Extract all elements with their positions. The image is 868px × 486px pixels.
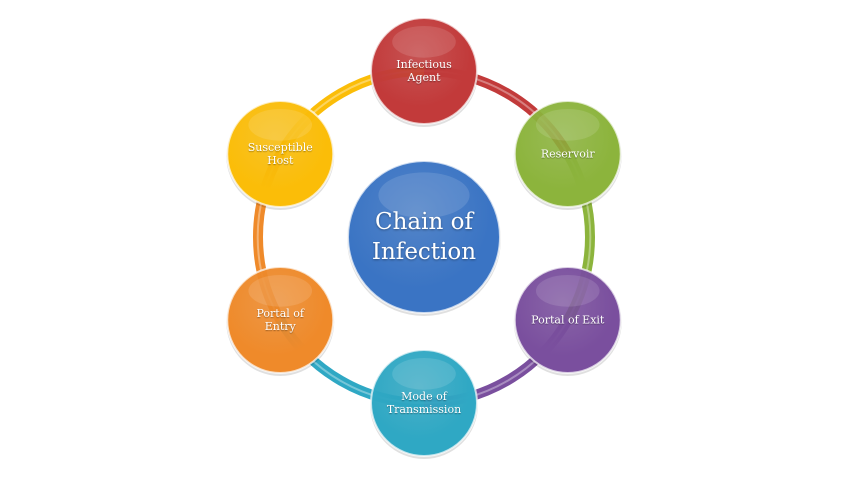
node-label-line1: Reservoir [540,147,595,161]
center-label: Chain of Infection [354,207,494,267]
node-circle [513,266,622,376]
node-label-line1: Mode of [401,390,447,403]
node-circle [513,100,622,210]
node-label: Portal of Exit [520,314,616,327]
node-circle [226,266,335,376]
node-label-line1: Susceptible [247,141,313,154]
center-circle [347,160,501,316]
center-label-line2: Infection [371,239,477,265]
node-label: Reservoir [520,148,616,161]
node-label-line2: Agent [407,71,441,84]
node-label-line1: Infectious [396,58,452,71]
node-label-line1: Portal of Exit [531,313,605,327]
node-label-line2: Transmission [386,403,462,416]
node-circle [370,17,478,127]
node-label-line2: Host [267,154,294,167]
node-circle [370,349,478,459]
node-label-line1: Portal of [256,307,304,320]
node-label-line2: Entry [264,320,296,333]
center-label-line1: Chain of [375,209,473,235]
node-circle [226,100,335,210]
